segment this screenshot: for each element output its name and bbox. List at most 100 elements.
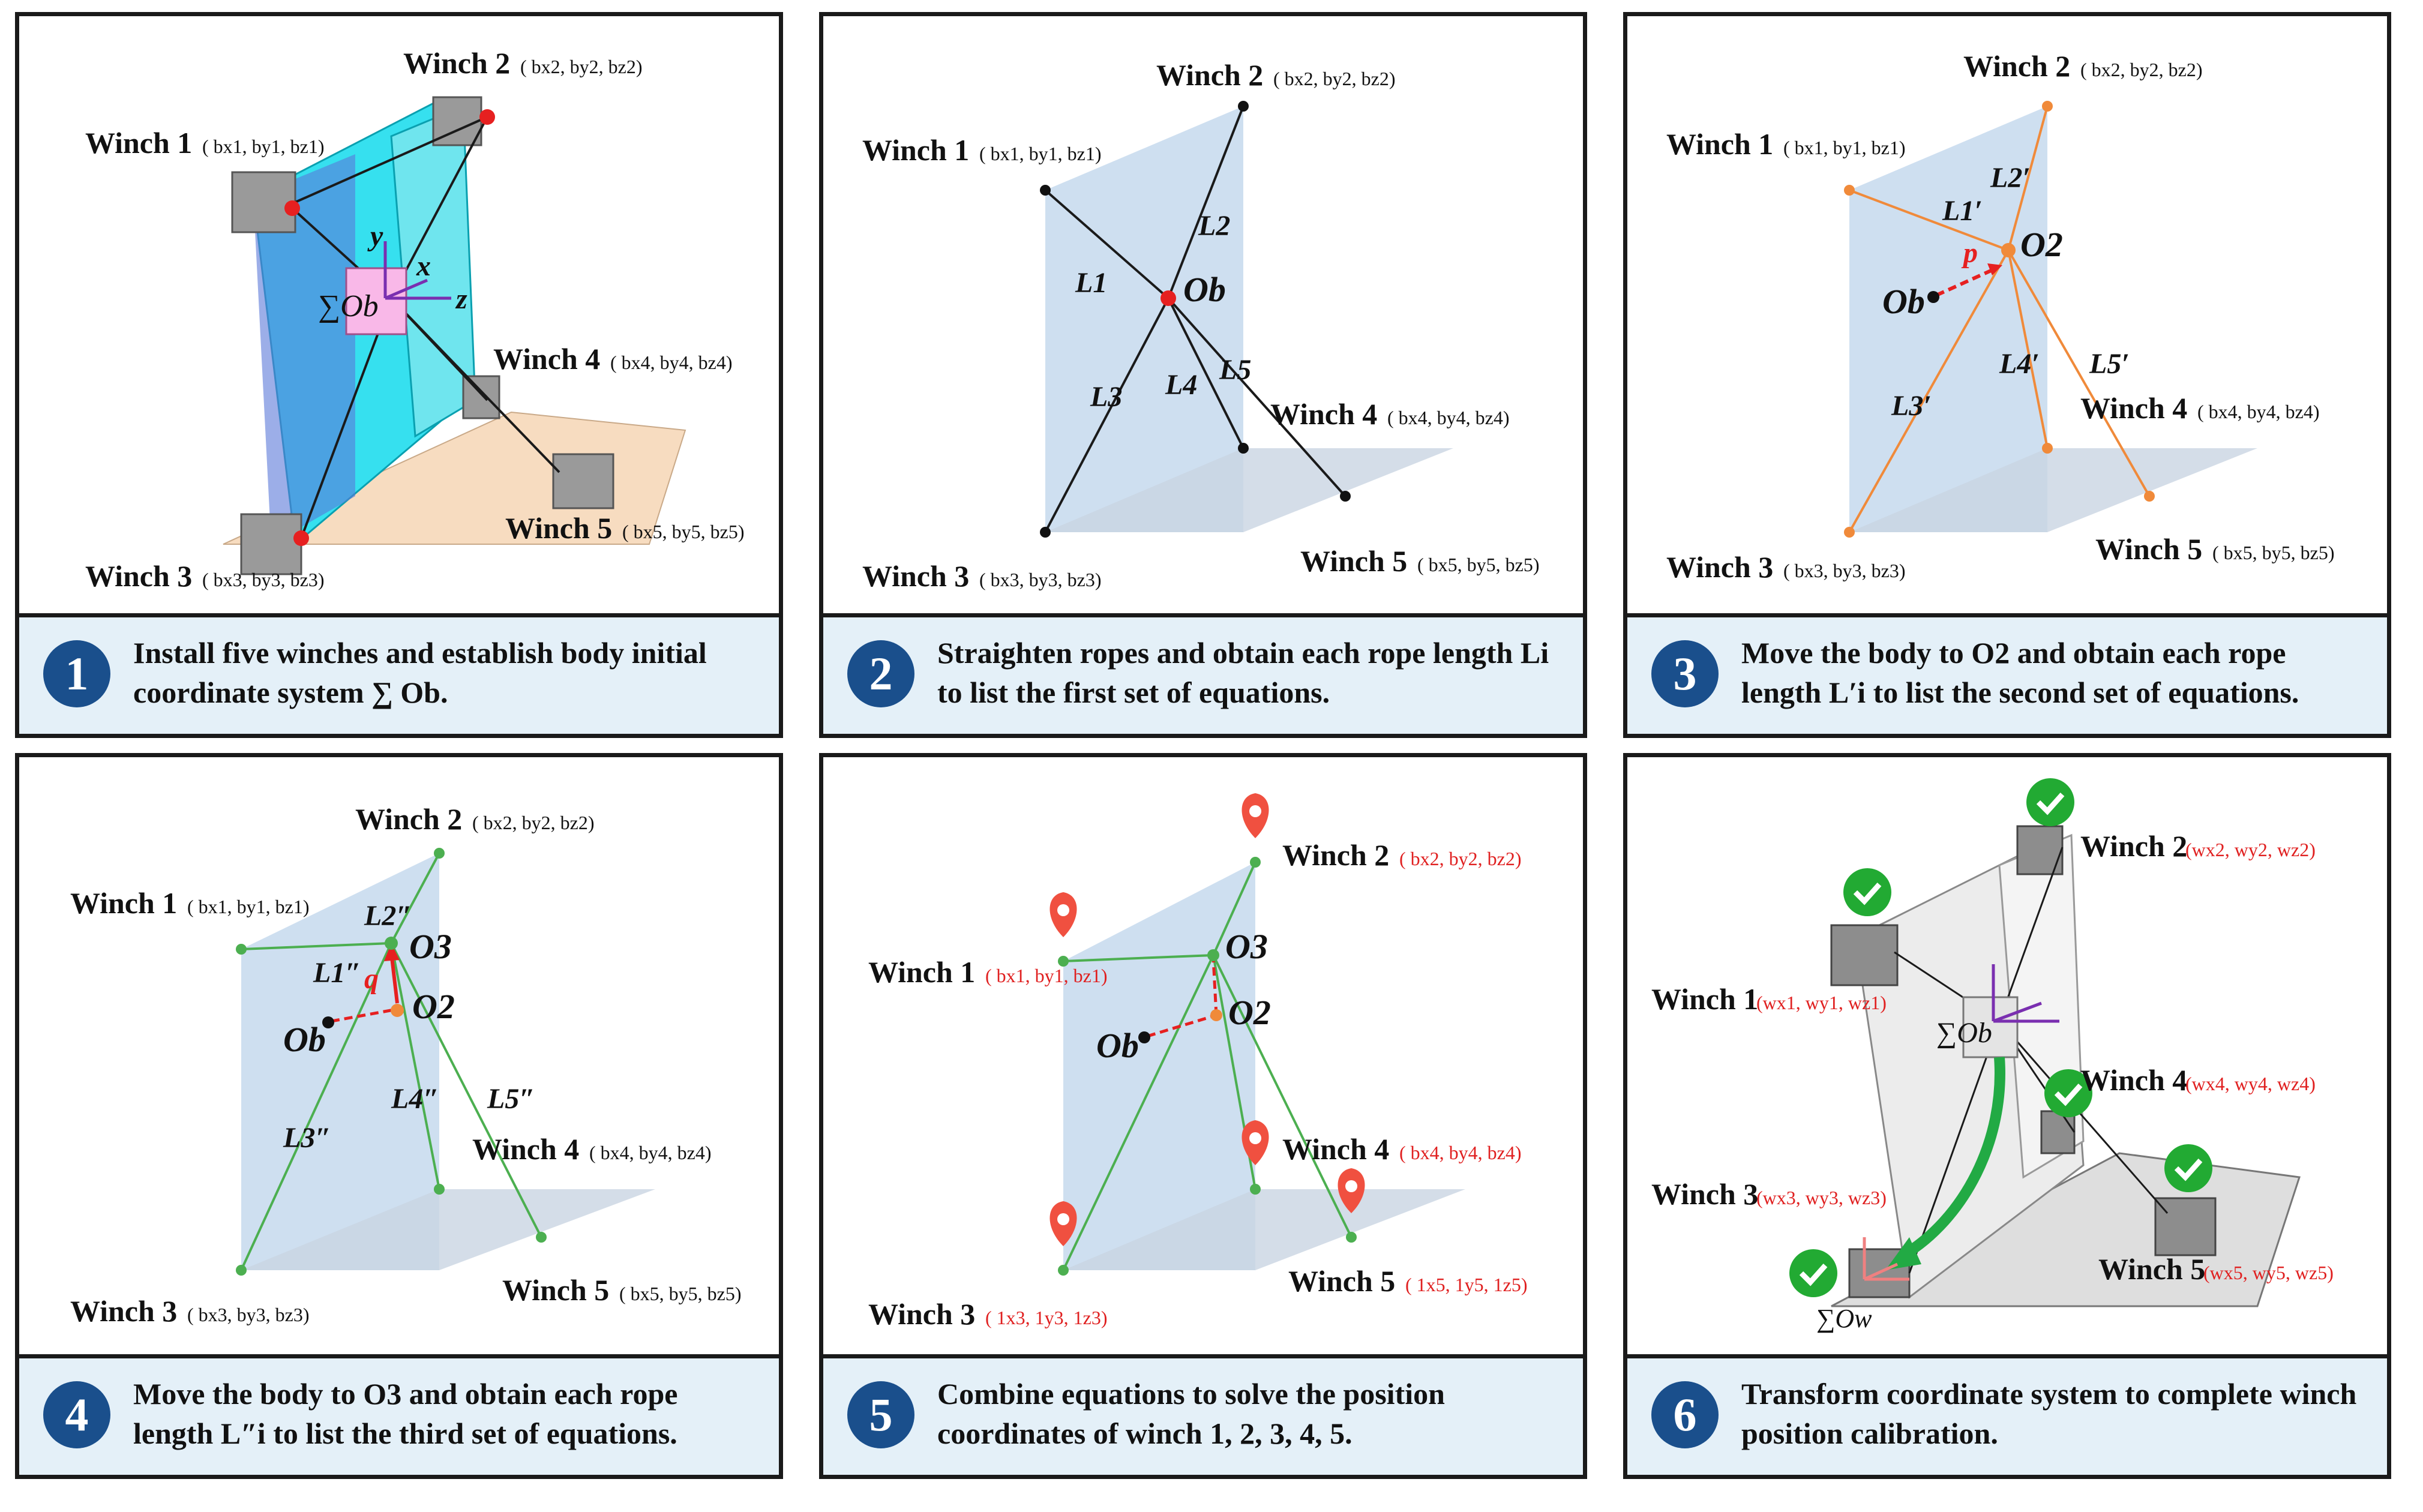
rope-L5-label: L5 (1219, 354, 1251, 386)
winch-5-name: Winch 5 (1300, 544, 1407, 578)
winch-2-name: Winch 2 (403, 46, 510, 80)
winch-2-coord: ( bx2, by2, bz2) (520, 56, 643, 77)
ropes (240, 853, 542, 1271)
point-O2-label: O2 (2020, 225, 2063, 264)
scene-third-equations: Ob O2 O3 q L1″ L2″ L3″ L4″ L5″ Winch 1 (… (70, 802, 742, 1328)
world-axes (1863, 1237, 1909, 1281)
step-badge: 5 (847, 1381, 914, 1448)
winch-5-name: Winch 5 (502, 1273, 609, 1307)
winch-3-coord: ( 1x3, 1y3, 1z3) (985, 1307, 1108, 1328)
caption-text: Move the body to O2 and obtain each rope… (1741, 636, 2299, 709)
winch-4-coord: ( bx4, by4, bz4) (2197, 401, 2320, 422)
winch-2-name: Winch 2 (2080, 829, 2187, 863)
caption-text: Move the body to O3 and obtain each rope… (133, 1377, 678, 1450)
body-axes (1992, 964, 2059, 1023)
winch-3-name: Winch 3 (862, 559, 969, 593)
point-O2 (1210, 1009, 1222, 1021)
winch-2-coord: ( bx2, by2, bz2) (472, 812, 595, 833)
axis-z-label: z (455, 283, 467, 315)
panel-step-5: Ob O2 O3 Winch 1 ( bx1, by1, bz1) Winch … (819, 753, 1587, 1479)
winch-2-name: Winch 2 (1963, 49, 2070, 83)
rope-L2-label: L2″ (364, 900, 412, 932)
body-frame-label: ∑Ob (318, 289, 379, 323)
winch-4-coord: ( bx4, by4, bz4) (1399, 1142, 1522, 1163)
origin-point (322, 1016, 334, 1028)
origin-label: Ob (1096, 1026, 1139, 1065)
winch-1-coord: ( bx1, by1, bz1) (985, 965, 1108, 986)
floor-plane (1063, 1189, 1465, 1270)
displacement-q (389, 952, 399, 1004)
scene-solve-positions: Ob O2 O3 Winch 1 ( bx1, by1, bz1) Winch … (868, 793, 1528, 1331)
point-O2 (2001, 243, 2016, 257)
caption-text: Straighten ropes and obtain each rope le… (937, 636, 1549, 709)
winch-5-name: Winch 5 (1288, 1264, 1395, 1298)
transform-arrowhead (1885, 1237, 1921, 1270)
vertical-plane (1849, 106, 2047, 532)
winch-1-name: Winch 1 (1651, 982, 1758, 1016)
winch-1-coord: ( bx1, by1, bz1) (202, 136, 325, 157)
anchor-point-1 (284, 200, 300, 216)
step-badge: 1 (43, 640, 110, 707)
winch-3-name: Winch 3 (1666, 550, 1773, 584)
displacement-q-arrowhead (384, 943, 400, 961)
rope-L4-label: L4′ (1999, 348, 2040, 380)
step-badge: 6 (1651, 1381, 1719, 1448)
panel-step-6: ∑Ob ∑Ow Winch 1 (wx1, wy1, wz1) Winch 2 … (1623, 753, 2391, 1479)
rope-L3-label: L3′ (1891, 390, 1932, 422)
ropes (1044, 106, 1347, 533)
axis-x-label: x (416, 250, 431, 282)
winch-5-name: Winch 5 (2095, 532, 2202, 566)
winch-3-coord: ( bx3, by3, bz3) (979, 569, 1102, 590)
body-cube (1962, 996, 2019, 1058)
step-badge: 2 (847, 640, 914, 707)
winch-1-name: Winch 1 (862, 133, 969, 167)
rope-L1-label: L1′ (1942, 195, 1983, 227)
winch-anchors (1058, 857, 1357, 1276)
winch-4-name: Winch 4 (2080, 391, 2187, 425)
rope-L1-label: L1″ (313, 957, 361, 989)
rope-L4-label: L4″ (391, 1083, 439, 1115)
winch-5-name: Winch 5 (505, 511, 612, 545)
axis-y-label: y (367, 220, 383, 252)
displacement-to-O3 (1212, 958, 1218, 1016)
panel-step-1: ∑Ob y z x Winch 1 ( bx1, by1, bz1) Winch… (15, 12, 783, 738)
displacement-to-O2 (1147, 1013, 1217, 1038)
winch-2-coord: (wx2, wy2, wz2) (2185, 839, 2316, 860)
winch-anchors (1844, 101, 2155, 538)
floor-plane (241, 1189, 655, 1270)
winch-1-name: Winch 1 (85, 126, 192, 160)
rope-L2-label: L2′ (1990, 162, 2031, 194)
caption-bar: 2 Straighten ropes and obtain each rope … (823, 613, 1583, 734)
caption-text: Install five winches and establish body … (133, 636, 707, 709)
winch-1-coord: ( bx1, by1, bz1) (1783, 137, 1906, 158)
origin-label: Ob (1882, 282, 1925, 321)
step-badge: 3 (1651, 640, 1719, 707)
vector-p-label: p (1961, 237, 1978, 269)
scene-calibration: ∑Ob ∑Ow Winch 1 (wx1, wy1, wz1) Winch 2 … (1651, 778, 2334, 1333)
winch-anchors (236, 848, 547, 1276)
winch-3-coord: ( bx3, by3, bz3) (202, 569, 325, 590)
winch-2-name: Winch 2 (1156, 58, 1263, 92)
rope-L5-label: L5′ (2089, 348, 2130, 380)
origin-point (1927, 291, 1939, 303)
winch-4-coord: ( bx4, by4, bz4) (1387, 407, 1510, 428)
winch-5-coord: (wx5, wy5, wz5) (2203, 1262, 2334, 1283)
origin-label: Ob (283, 1020, 326, 1059)
winch-5-name: Winch 5 (2098, 1252, 2205, 1286)
panel-step-4: Ob O2 O3 q L1″ L2″ L3″ L4″ L5″ Winch 1 (… (15, 753, 783, 1479)
winch-4-coord: ( bx4, by4, bz4) (589, 1142, 712, 1163)
winch-2-name: Winch 2 (355, 802, 462, 836)
winch-box-5 (552, 453, 614, 509)
origin-point (1160, 290, 1176, 306)
displacement-arrowhead (1987, 263, 2002, 275)
floor-plane (1045, 448, 1453, 532)
winch-box-5 (2154, 1197, 2217, 1256)
winch-3-name: Winch 3 (1651, 1177, 1758, 1211)
anchor-point-2 (479, 109, 495, 125)
floor-plane (1849, 448, 2257, 532)
winch-4-coord: ( bx4, by4, bz4) (610, 352, 733, 373)
check-icon (1789, 778, 2212, 1297)
panel-step-2: Ob L1 L2 L3 L4 L5 Winch 1 ( bx1, by1, bz… (819, 12, 1587, 738)
rope-L5-label: L5″ (487, 1083, 535, 1115)
winch-4-name: Winch 4 (493, 342, 600, 376)
